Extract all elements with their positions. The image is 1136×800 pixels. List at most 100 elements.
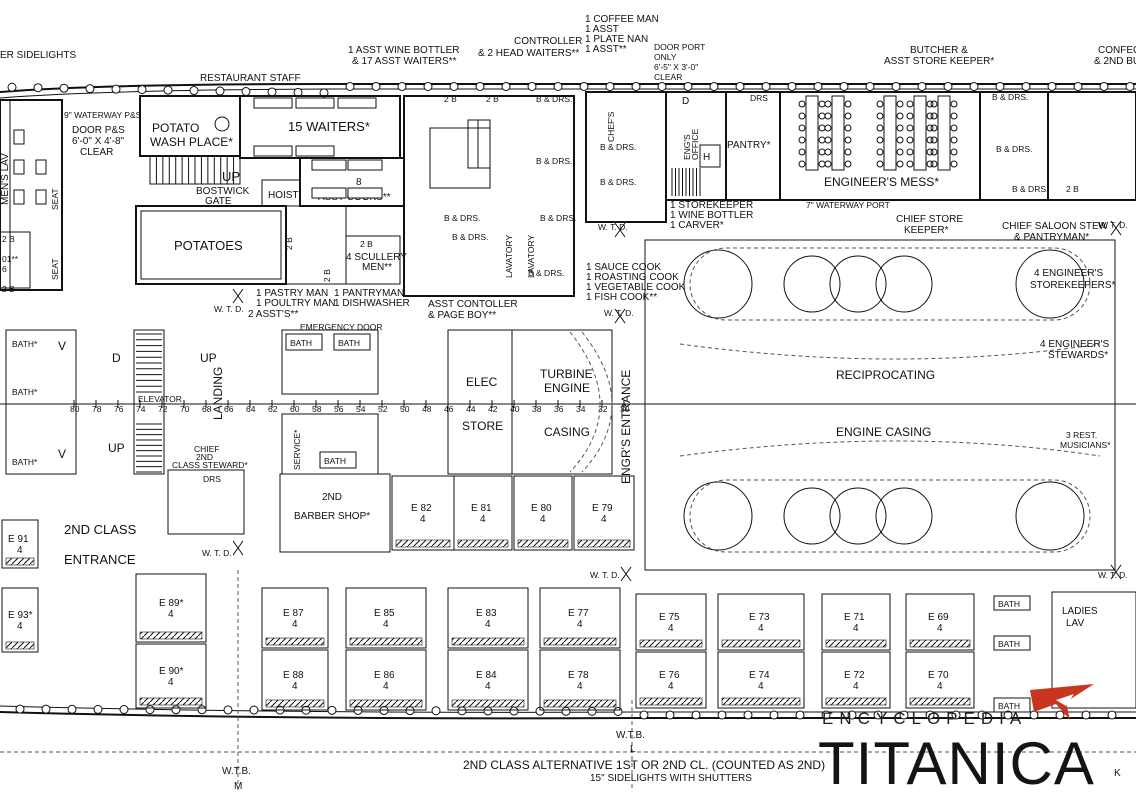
svg-text:2 B: 2 B	[360, 239, 373, 249]
frame-number: 72	[158, 404, 168, 414]
potatoes-label: POTATOES	[174, 238, 243, 253]
frame-number: 34	[576, 404, 586, 414]
elevator-label: ELEVATOR	[138, 394, 182, 404]
cabin-number: E 76	[659, 670, 680, 681]
frame-number: 68	[202, 404, 212, 414]
cabin: E 734	[717, 593, 805, 651]
frame-k-label: K	[1114, 768, 1121, 779]
ladies-lav: LADIES LAV	[1051, 591, 1136, 709]
svg-text:B & DRS.: B & DRS.	[996, 144, 1032, 154]
sidelight	[951, 710, 961, 720]
svg-text:CONFEC: CONFEC	[1098, 45, 1136, 56]
cabin-berths: 4	[17, 545, 23, 556]
sidelight	[639, 710, 649, 720]
emergency-door-label: EMERGENCY DOOR	[300, 322, 383, 332]
cabin: E 884	[261, 649, 329, 711]
engine-cylinder	[783, 487, 841, 545]
landing-label: LANDING	[211, 367, 225, 420]
svg-text:B & DRS.: B & DRS.	[536, 156, 572, 166]
svg-text:LADIES: LADIES	[1062, 606, 1098, 617]
cabin: E 804	[513, 475, 573, 551]
bunk	[347, 187, 383, 199]
sidelights-bottom	[15, 704, 1117, 720]
bunk	[311, 159, 347, 171]
bath-label: BATH*	[12, 387, 38, 397]
cabin-berths: 4	[17, 621, 23, 632]
cabin-number: E 91	[8, 534, 29, 545]
bath-label: BATH*	[12, 457, 38, 467]
wtd-label: W. T. D.	[590, 570, 620, 580]
cabin-number: E 80	[531, 503, 552, 514]
storekeeper-line: 1 WINE BOTTLER	[670, 210, 753, 221]
bath-label: BATH*	[12, 339, 38, 349]
scullery: 2 B 4 SCULLERY MEN**	[345, 235, 407, 285]
sidelight	[119, 704, 129, 714]
door-port-line: 6'-5" X 3'-0"	[654, 62, 698, 72]
chefs-room: CHEF'S B & DRS. B & DRS.	[585, 91, 667, 223]
bath-label: BATH	[998, 599, 1020, 609]
sidelight	[561, 706, 571, 716]
sidelight	[59, 83, 69, 93]
svg-text:& PANTRYMAN*: & PANTRYMAN*	[1014, 232, 1089, 243]
watermark-line2: TITANICA	[818, 730, 1095, 797]
cabin: E 704	[905, 651, 975, 709]
engine-cylinder	[783, 255, 841, 313]
sidelight	[743, 710, 753, 720]
frame-number: 76	[114, 404, 124, 414]
sidelight	[1099, 82, 1109, 91]
cabin-number: E 90*	[159, 666, 184, 677]
wtb-label: W.T.B.	[222, 766, 251, 777]
baths-right: BATH BATH BATH	[993, 595, 1031, 713]
svg-text:2 B: 2 B	[322, 269, 332, 282]
watermark-logo: ENCYCLOPEDIA TITANICA	[818, 684, 1095, 797]
frame-number: 74	[136, 404, 146, 414]
bunk	[295, 97, 335, 109]
svg-text:V: V	[58, 447, 66, 461]
svg-text:CLEAR: CLEAR	[80, 147, 113, 158]
cabin: E 784	[539, 649, 621, 711]
cabin-number: E 69	[928, 612, 949, 623]
service-label: SERVICE*	[292, 429, 302, 470]
mess-table	[913, 95, 927, 171]
svg-text:CASING: CASING	[544, 425, 590, 439]
svg-text:3 REST.: 3 REST.	[1066, 430, 1097, 440]
chief-store-keeper: B & DRS. B & DRS. B & DRS.	[979, 91, 1049, 201]
cabin: E 694	[905, 593, 975, 651]
up-label: UP	[222, 169, 240, 184]
cabin-number: E 75	[659, 612, 680, 623]
cabin-berths: 4	[668, 623, 674, 634]
elec-store: ELEC STORE	[447, 329, 513, 475]
engine-cylinder	[829, 255, 887, 313]
bath-label: BATH	[324, 456, 346, 466]
cabin-berths: 4	[601, 514, 607, 525]
svg-text:SEAT: SEAT	[50, 188, 60, 210]
sidelight	[15, 704, 25, 714]
cabin: E 90*4	[135, 643, 207, 709]
svg-text:ASST STORE KEEPER*: ASST STORE KEEPER*	[884, 56, 994, 67]
frame-number: 50	[400, 404, 410, 414]
engine-cylinder	[683, 481, 753, 551]
engrs-entrance-label: ENGR'S ENTRANCE	[619, 370, 633, 484]
svg-text:1 ASST WINE BOTTLER: 1 ASST WINE BOTTLER	[348, 45, 460, 56]
cabin-number: E 77	[568, 608, 589, 619]
sidelight	[7, 82, 17, 92]
svg-text:CHIEF: CHIEF	[194, 444, 220, 454]
annotations-bottom: W.T.B. M W.T.B. L K 2ND CLASS ALTERNATIV…	[0, 570, 1136, 792]
sidelight	[223, 705, 233, 715]
sidelight	[137, 85, 147, 95]
frame-number: 46	[444, 404, 454, 414]
cabin-number: E 93*	[8, 610, 33, 621]
svg-text:2 B: 2 B	[284, 237, 294, 250]
svg-text:DRS: DRS	[750, 93, 768, 103]
cabin: E 914	[1, 519, 39, 569]
engineers-mess: ENGINEER'S MESS*	[779, 91, 981, 201]
svg-text:ELEC: ELEC	[466, 375, 498, 389]
mens-lav-label: MEN'S LAV	[0, 153, 11, 205]
cabin-berths: 4	[383, 619, 389, 630]
hull	[0, 82, 1136, 720]
waterway-9-label: 9" WATERWAY P&S	[64, 110, 142, 120]
svg-text:LAV: LAV	[1066, 618, 1084, 629]
pastry-rooms: 2 B 2 B	[284, 205, 347, 285]
wtb-label: W.T.B.	[616, 730, 645, 741]
svg-text:STOREKEEPERS*: STOREKEEPERS*	[1030, 280, 1116, 291]
